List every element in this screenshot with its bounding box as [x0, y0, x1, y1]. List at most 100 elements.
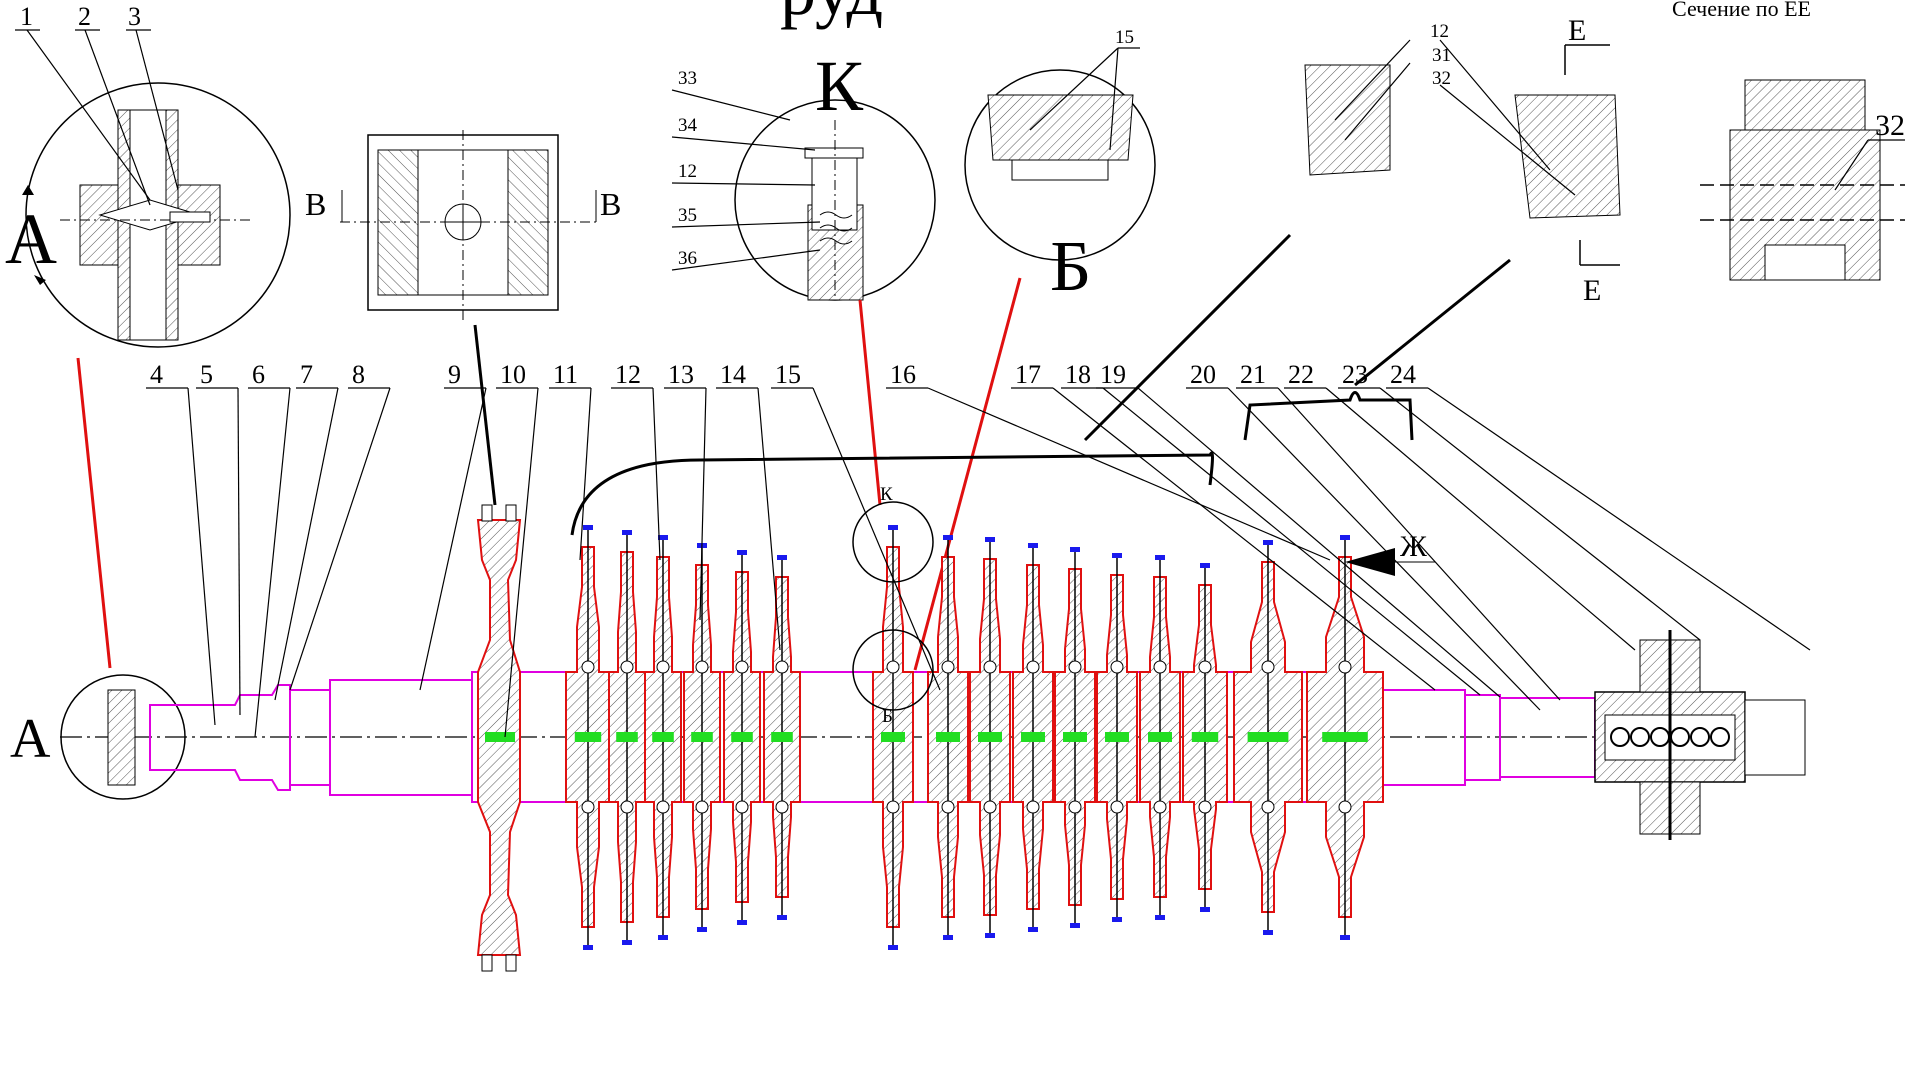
rotor-stages: [485, 525, 1384, 950]
tie-bolt: [574, 732, 602, 742]
callout-33: 33: [678, 68, 697, 89]
callout-23: 23: [1342, 360, 1368, 389]
callout-15-b: 15: [1115, 27, 1134, 48]
blade-tip: [985, 933, 995, 938]
blade-tip: [697, 927, 707, 932]
coupling-bolts: [1610, 727, 1730, 747]
callout-13: 13: [668, 360, 694, 389]
bolt-hole: [1261, 800, 1275, 814]
callout-32-section: 32: [1875, 109, 1905, 142]
bolt-hole: [1261, 660, 1275, 674]
bolt-hole: [1153, 800, 1167, 814]
callout-leader: [274, 387, 339, 701]
bolt-hole: [1026, 800, 1040, 814]
callout-12-e: 12: [1430, 21, 1449, 42]
callout-leader: [237, 387, 241, 716]
title-fragment: руд: [780, 0, 883, 30]
blade-tip: [1200, 563, 1210, 568]
view-zh-marker: Ж: [1345, 530, 1435, 576]
tie-bolt: [936, 732, 960, 742]
tie-bolt: [1021, 732, 1045, 742]
blade-tip: [777, 555, 787, 560]
section-e-top: Е: [1568, 14, 1586, 47]
blade-tip: [737, 550, 747, 555]
blade-tip: [1340, 935, 1350, 940]
callout-11: 11: [553, 360, 578, 389]
leader-k: [858, 299, 882, 506]
detail-e-view: 12 31 32 Е Е: [1304, 14, 1621, 307]
callout-31: 31: [1432, 45, 1451, 66]
callout-9: 9: [448, 360, 461, 389]
callout-12-k: 12: [678, 161, 697, 182]
callout-17: 17: [1015, 360, 1041, 389]
bolt-hole: [1068, 660, 1082, 674]
section-e-bottom: Е: [1583, 274, 1601, 307]
leader-bb: [473, 324, 497, 506]
callout-leader: [1227, 387, 1541, 711]
view-b-label: Б: [1050, 226, 1091, 306]
blade-tip: [1263, 930, 1273, 935]
bolt-hole: [983, 660, 997, 674]
blade-tip: [1200, 907, 1210, 912]
callout-leader: [187, 387, 216, 726]
blade-tip: [943, 535, 953, 540]
blade-tip: [583, 525, 593, 530]
bolt-hole: [1198, 800, 1212, 814]
tie-bolt: [1063, 732, 1087, 742]
callout-leader: [1379, 387, 1701, 641]
leader-e1: [1083, 233, 1292, 442]
detail-k-marker: [852, 501, 934, 583]
view-a-label: А: [5, 199, 57, 279]
bolt-hole: [735, 800, 749, 814]
callout-leader: [1102, 387, 1481, 696]
tie-bolt: [485, 732, 515, 742]
view-b-marker-label: Б: [882, 706, 893, 727]
view-k-marker-label: К: [880, 484, 893, 505]
tie-bolt: [771, 732, 793, 742]
tie-bolt: [1105, 732, 1129, 742]
callout-leader: [652, 387, 661, 561]
callout-leader: [757, 387, 781, 651]
tie-bolt: [616, 732, 638, 742]
callout-14: 14: [720, 360, 746, 389]
detail-b-marker: [852, 629, 934, 711]
leader-e2: [1354, 258, 1511, 387]
tie-bolt: [691, 732, 713, 742]
blade-tip: [1263, 540, 1273, 545]
group-bracket-right: [1243, 391, 1414, 441]
bolt-hole: [941, 800, 955, 814]
leader-a: [76, 357, 112, 669]
detail-b-view: 15 Б: [964, 27, 1156, 306]
tie-bolt: [731, 732, 753, 742]
bolt-hole: [656, 800, 670, 814]
callout-3: 3: [128, 2, 141, 31]
callout-12: 12: [615, 360, 641, 389]
view-k-label: К: [815, 46, 864, 126]
callout-24: 24: [1390, 360, 1416, 389]
blade-tip: [737, 920, 747, 925]
bolt-hole: [1026, 660, 1040, 674]
bolt-hole: [1110, 660, 1124, 674]
detail-a-marker: [60, 674, 186, 800]
blade-tip: [583, 945, 593, 950]
main-rotor: А: [10, 504, 1806, 972]
callout-32-e: 32: [1432, 68, 1451, 89]
section-v-left: В: [305, 186, 326, 222]
callout-leader: [927, 387, 1331, 561]
bolt-hole: [695, 800, 709, 814]
blade-tip: [1112, 553, 1122, 558]
bolt-hole: [941, 660, 955, 674]
callout-1: 1: [20, 2, 33, 31]
bolt-hole: [775, 800, 789, 814]
callout-22: 22: [1288, 360, 1314, 389]
blade-tip: [1028, 543, 1038, 548]
bolt-hole: [656, 660, 670, 674]
bolt-hole: [1338, 800, 1352, 814]
tie-bolt: [978, 732, 1002, 742]
callout-leader: [699, 387, 707, 621]
callout-21: 21: [1240, 360, 1266, 389]
bolt-hole: [695, 660, 709, 674]
view-zh-label: Ж: [1400, 530, 1427, 563]
leader-b: [913, 277, 1022, 671]
